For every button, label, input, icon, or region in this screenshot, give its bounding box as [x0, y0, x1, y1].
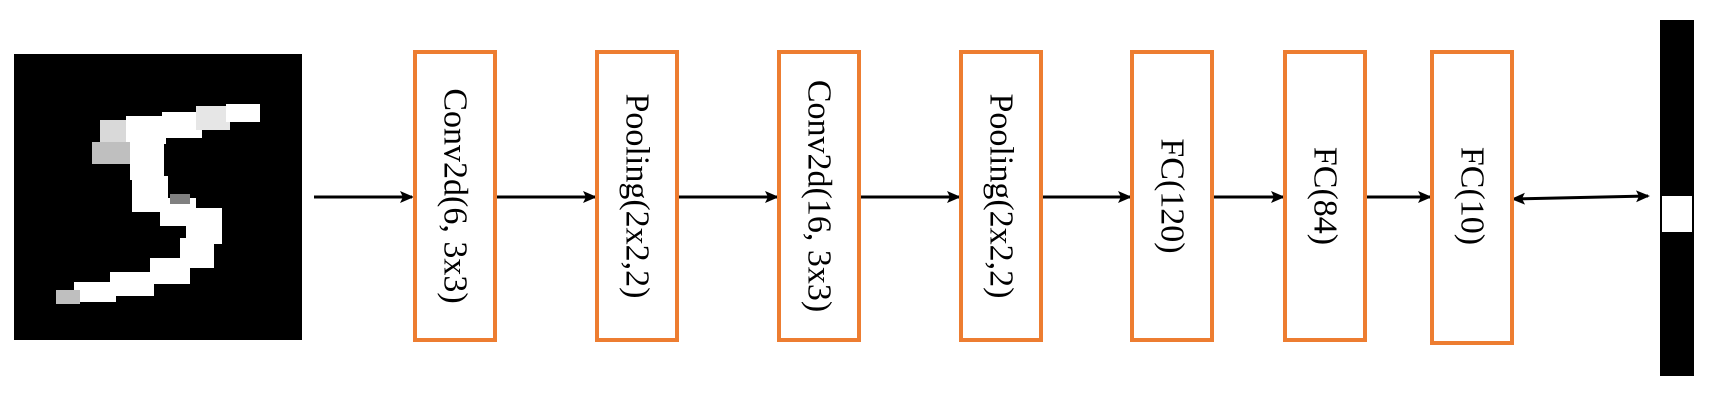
layer-conv2-label: Conv2d(16, 3x3): [801, 80, 838, 312]
layer-conv2: Conv2d(16, 3x3): [777, 50, 861, 342]
layer-pool1-label: Pooling(2x2,2): [619, 94, 656, 299]
layer-fc2-label: FC(84): [1307, 147, 1344, 245]
one-hot-output-vector: [1660, 20, 1694, 376]
mnist-digit-5-image: [14, 54, 302, 340]
layer-fc3-label: FC(10): [1454, 147, 1491, 245]
layer-pool2: Pooling(2x2,2): [959, 50, 1043, 342]
layer-fc2: FC(84): [1283, 50, 1367, 342]
layer-fc3: FC(10): [1430, 50, 1514, 345]
arrow-fc3-to-output: [1511, 190, 1650, 205]
connection-arrows: [314, 190, 1650, 205]
layer-fc1-label: FC(120): [1154, 138, 1191, 253]
layer-conv1: Conv2d(6, 3x3): [413, 50, 497, 342]
layer-pool1: Pooling(2x2,2): [595, 50, 679, 342]
layer-fc1: FC(120): [1130, 50, 1214, 342]
layer-pool2-label: Pooling(2x2,2): [983, 94, 1020, 299]
layer-conv1-label: Conv2d(6, 3x3): [437, 88, 474, 303]
